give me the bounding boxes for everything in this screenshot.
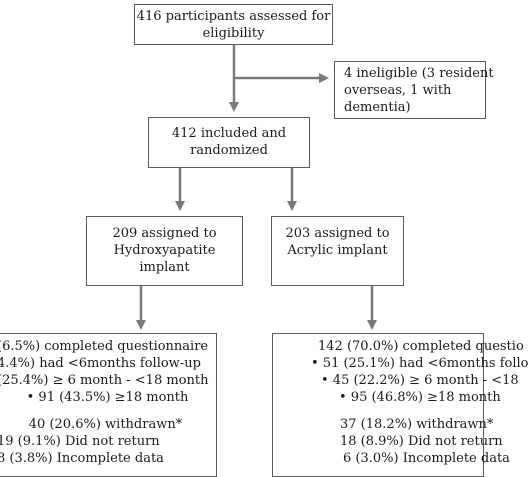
eligibility-box: 416 participants assessed for eligibilit…	[134, 4, 333, 45]
acrylic-line-2: Acrylic implant	[287, 243, 388, 258]
outcome-left-6-to-18-months: (25.4%) ≥ 6 month - <18 month	[0, 373, 209, 388]
hydroxyapatite-line-2: Hydroxyapatite	[113, 243, 216, 258]
outcome-left-withdrawn: 40 (20.6%) withdrawn*	[28, 417, 183, 432]
outcome-left-box: (6.5%) completed questionnaire 4.4%) had…	[0, 333, 217, 477]
randomized-line-1: 412 included and	[171, 126, 287, 141]
acrylic-line-1: 203 assigned to	[285, 226, 390, 241]
ineligible-box: 4 ineligible (3 resident overseas, 1 wit…	[334, 61, 494, 119]
outcome-right-did-not-return: 18 (8.9%) Did not return	[340, 434, 503, 449]
outcome-right-incomplete-data: 6 (3.0%) Incomplete data	[343, 451, 510, 466]
outcome-right-box: 142 (70.0%) completed questio • 51 (25.1…	[272, 333, 529, 477]
outcome-right-6-to-18-months: • 45 (22.2%) ≥ 6 month - <18	[321, 373, 519, 388]
randomized-box: 412 included and randomized	[148, 117, 310, 168]
outcome-right-under-6-months: • 51 (25.1%) had <6months follo	[311, 356, 529, 371]
hydroxyapatite-line-1: 209 assigned to	[112, 226, 217, 241]
outcome-right-over-18-months: • 95 (46.8%) ≥18 month	[339, 390, 501, 405]
outcome-left-over-18-months: • 91 (43.5%) ≥18 month	[26, 390, 189, 405]
outcome-left-completed: (6.5%) completed questionnaire	[0, 339, 209, 354]
outcome-right-completed: 142 (70.0%) completed questio	[318, 339, 524, 354]
eligibility-line-2: eligibility	[202, 26, 265, 41]
acrylic-box: 203 assigned to Acrylic implant	[271, 216, 404, 286]
hydroxyapatite-line-3: implant	[139, 260, 190, 275]
ineligible-line-1: 4 ineligible (3 resident	[344, 66, 494, 81]
flow-arrows	[136, 45, 377, 330]
outcome-left-did-not-return: 19 (9.1%) Did not return	[0, 434, 160, 449]
outcome-left-under-6-months: 4.4%) had <6months follow-up	[0, 356, 201, 371]
randomized-line-2: randomized	[190, 143, 268, 158]
outcome-right-withdrawn: 37 (18.2%) withdrawn*	[340, 417, 494, 432]
hydroxyapatite-box: 209 assigned to Hydroxyapatite implant	[86, 216, 243, 286]
ineligible-line-2: overseas, 1 with	[344, 83, 452, 98]
ineligible-line-3: dementia)	[344, 100, 411, 115]
outcome-left-incomplete-data: 8 (3.8%) Incomplete data	[0, 451, 164, 466]
eligibility-line-1: 416 participants assessed for	[136, 9, 331, 24]
